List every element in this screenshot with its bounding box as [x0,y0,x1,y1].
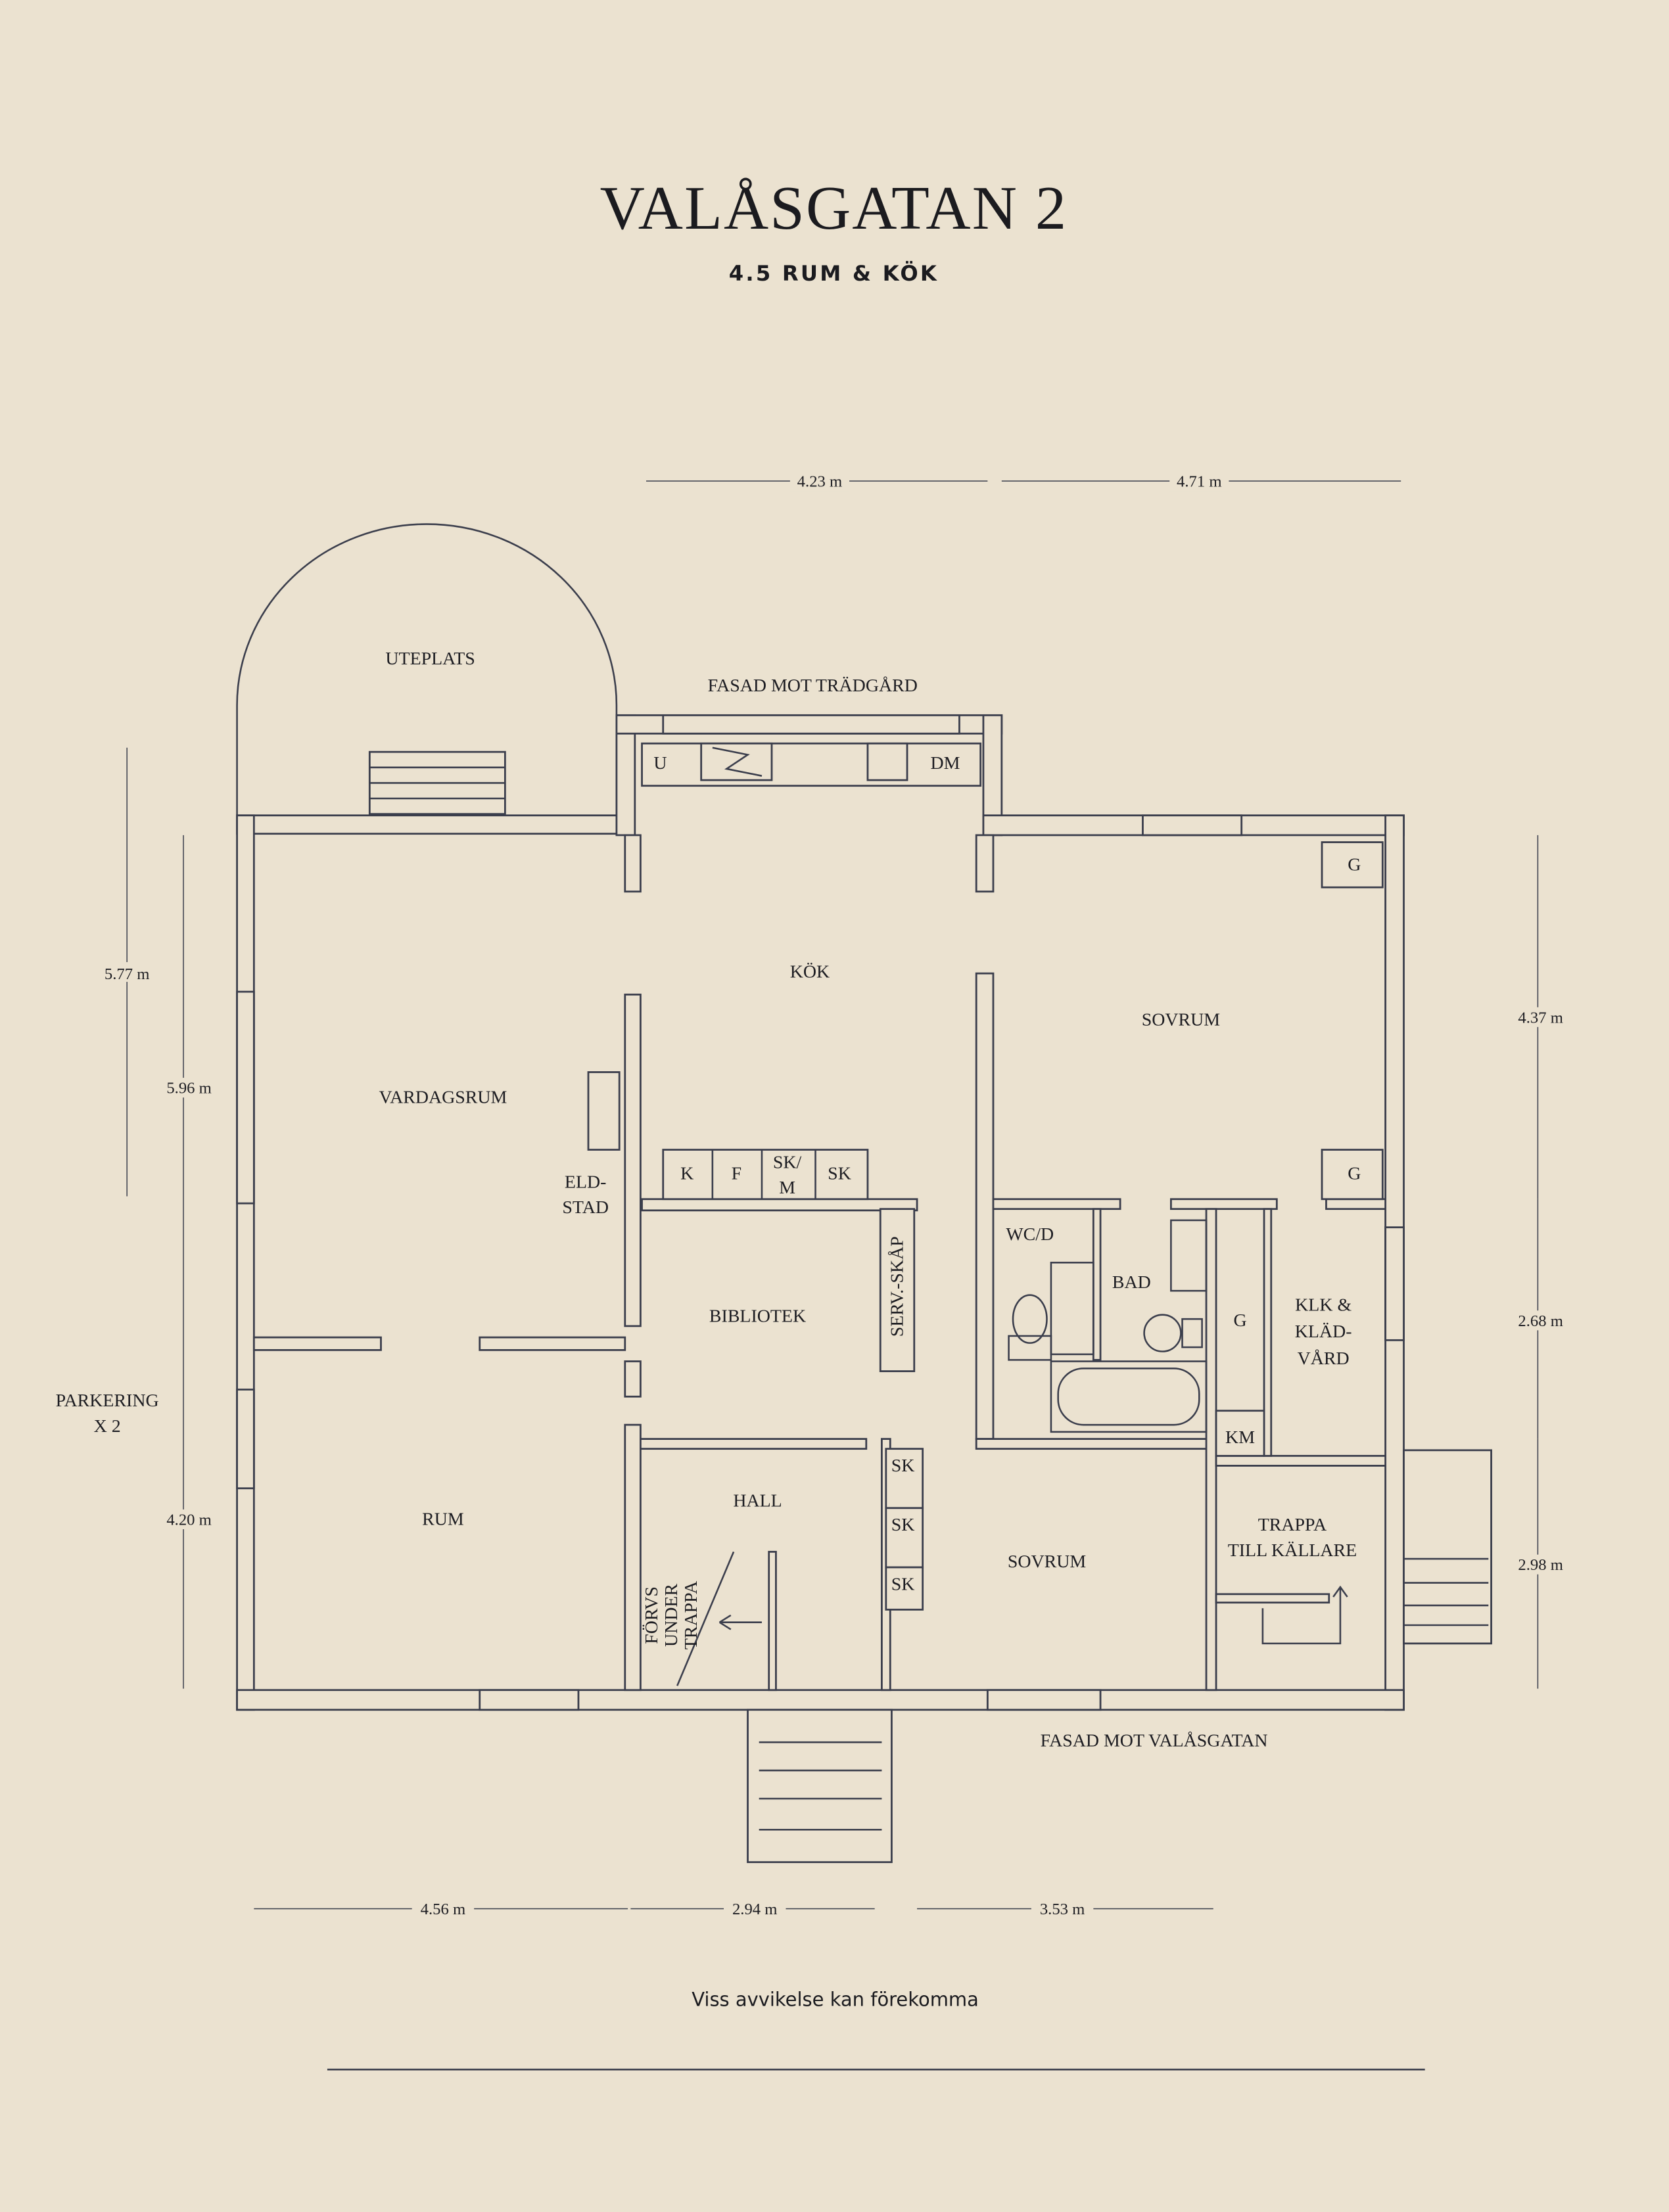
label-f: F [732,1164,742,1184]
label-sk-2: SK [891,1515,915,1535]
label-wcd: WC/D [1006,1224,1054,1245]
dim-left-2: 5.96 m [166,1080,212,1097]
closets [676,841,1384,1686]
windows [236,714,1405,1711]
patio-steps [368,750,506,816]
label-forvs-1: FÖRVS [642,1586,662,1644]
dim-top-1: 4.23 m [797,473,843,491]
label-parkering-1: PARKERING [56,1391,159,1411]
label-sk-3: SK [891,1574,915,1594]
label-hall: HALL [733,1491,782,1511]
dim-right-3: 2.98 m [1518,1556,1563,1574]
label-bibliotek: BIBLIOTEK [709,1306,806,1326]
label-eldstad-2: STAD [562,1197,609,1218]
room-labels: UTEPLATS FASAD MOT TRÄDGÅRD U DM KÖK SOV… [56,649,1361,1751]
disclaimer: Viss avvikelse kan förekomma [692,1989,979,2011]
dim-bottom-2: 2.94 m [732,1901,778,1918]
front-steps [747,1709,893,1864]
label-sovrum-1: SOVRUM [1142,1010,1220,1030]
bathroom-fittings [1008,1219,1208,1433]
label-uteplats: UTEPLATS [385,649,475,669]
label-sk-kitchen: SK [828,1164,851,1184]
patio-arch [236,523,618,816]
label-vardagsrum: VARDAGSRUM [379,1088,507,1108]
label-trappa-2: TILL KÄLLARE [1228,1540,1357,1561]
label-forvs-2: UNDER [661,1584,682,1647]
dim-left-1: 5.77 m [105,965,150,983]
dim-left-3: 4.20 m [166,1511,212,1529]
label-klk-2: KLÄD- [1295,1322,1352,1342]
label-skm-2: M [779,1178,795,1198]
dim-right-1: 4.37 m [1518,1009,1563,1026]
plan-title: VALÅSGATAN 2 [600,174,1068,242]
label-km: KM [1225,1427,1255,1448]
label-sovrum-2: SOVRUM [1008,1552,1086,1572]
label-parkering-2: X 2 [94,1416,121,1437]
label-trappa-1: TRAPPA [1258,1515,1327,1535]
side-steps [1403,1449,1492,1645]
label-sk-1: SK [891,1456,915,1476]
dim-top-2: 4.71 m [1177,473,1222,491]
label-klk-3: VÅRD [1298,1348,1350,1369]
label-servskap: SERV.-SKÅP [887,1236,908,1337]
dim-right-2: 2.68 m [1518,1312,1563,1330]
kitchen-fittings [587,742,982,1201]
dimension-labels: 4.23 m 4.71 m 5.77 m 5.96 m 4.20 m 4.37 … [95,471,1572,1919]
label-g-3: G [1233,1310,1246,1331]
label-klk-1: KLK & [1295,1295,1352,1315]
label-eldstad-1: ELD- [565,1172,607,1193]
label-u: U [653,753,667,773]
label-dm: DM [931,753,960,773]
label-facade-garden: FASAD MOT TRÄDGÅRD [708,676,918,696]
label-kok: KÖK [790,962,830,982]
label-forvs-3: TRAPPA [681,1581,701,1649]
label-g-1: G [1348,855,1361,875]
label-facade-street: FASAD MOT VALÅSGATAN [1041,1731,1268,1751]
label-bad: BAD [1112,1272,1151,1293]
label-g-2: G [1348,1164,1361,1184]
plan-subtitle: 4.5 RUM & KÖK [729,261,939,286]
label-skm-1: SK/ [773,1152,802,1172]
dim-bottom-3: 3.53 m [1040,1901,1085,1918]
label-rum: RUM [422,1509,464,1530]
label-k: K [680,1164,693,1184]
dim-bottom-1: 4.56 m [421,1901,466,1918]
